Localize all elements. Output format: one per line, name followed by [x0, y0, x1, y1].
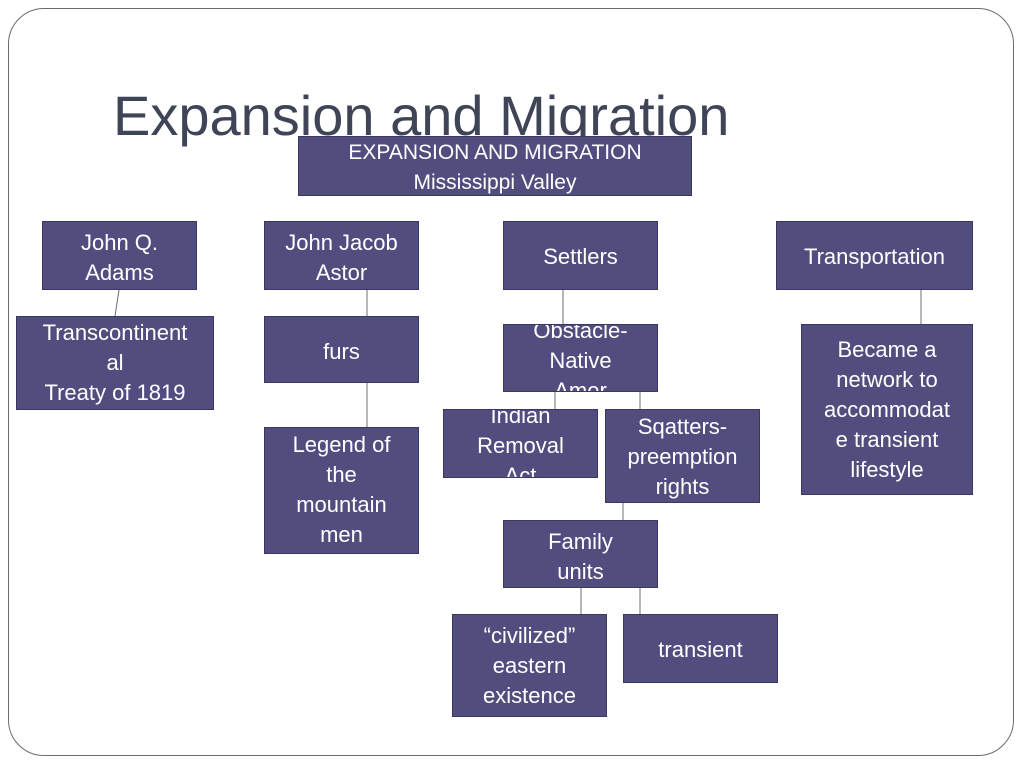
node-settlers-line: Settlers: [543, 244, 618, 269]
node-family-line: Family: [548, 529, 613, 554]
node-transcontinental-line: Transcontinent: [42, 320, 188, 345]
node-squatters-line: preemption: [627, 444, 738, 469]
node-transcontinental-line: Treaty of 1819: [44, 380, 186, 405]
node-adams-line: John Q.: [80, 230, 159, 255]
node-squatters-line: Sqatters-: [637, 414, 728, 439]
node-indian-removal-line: Indian: [490, 409, 551, 428]
connector-adams-transcontinental: [114, 289, 120, 317]
node-transient-line: transient: [658, 637, 743, 662]
node-network-line: Became a: [837, 337, 937, 362]
node-civilized-line: eastern: [492, 653, 567, 678]
node-obstacle-line: Native: [549, 348, 612, 373]
node-indian-removal-line: Act: [504, 463, 537, 478]
node-transportation: Transportation: [776, 221, 973, 290]
node-family: Family units: [503, 520, 658, 588]
node-root-line2: Mississippi Valley: [413, 171, 577, 194]
node-network-line: accommodat: [824, 397, 950, 422]
node-indian-removal: Indian Removal Act: [443, 409, 598, 478]
node-network-line: lifestyle: [850, 457, 924, 482]
node-network-line: e transient: [835, 427, 939, 452]
node-obstacle-line: Obstacle-: [533, 324, 628, 343]
node-root-line1: EXPANSION AND MIGRATION: [348, 141, 642, 164]
node-legend-line: Legend of: [292, 432, 391, 457]
node-root-expansion: EXPANSION AND MIGRATION Mississippi Vall…: [298, 136, 692, 196]
node-civilized: “civilized” eastern existence: [452, 614, 607, 717]
node-squatters-line: rights: [655, 474, 710, 499]
node-indian-removal-line: Removal: [477, 433, 564, 458]
node-settlers: Settlers: [503, 221, 658, 290]
node-legend-line: mountain: [296, 492, 387, 517]
node-civilized-line: existence: [483, 683, 576, 708]
node-adams-line: Adams: [85, 260, 154, 285]
node-family-line: units: [557, 559, 604, 584]
node-squatters: Sqatters- preemption rights: [605, 409, 760, 503]
node-transcontinental: Transcontinent al Treaty of 1819: [16, 316, 214, 410]
node-civilized-line: “civilized”: [483, 623, 576, 648]
node-adams: John Q. Adams: [42, 221, 197, 290]
node-transcontinental-line: al: [106, 350, 124, 375]
node-furs-line: furs: [323, 339, 360, 364]
node-furs: furs: [264, 316, 419, 383]
node-transient: transient: [623, 614, 778, 683]
node-transportation-line: Transportation: [803, 244, 946, 269]
node-legend: Legend of the mountain men: [264, 427, 419, 554]
node-astor: John Jacob Astor: [264, 221, 419, 290]
node-legend-line: men: [320, 522, 363, 547]
node-astor-line: John Jacob: [285, 230, 398, 255]
node-legend-line: the: [326, 462, 357, 487]
node-network-line: network to: [836, 367, 938, 392]
node-obstacle: Obstacle- Native Amer: [503, 324, 658, 392]
node-astor-line: Astor: [315, 260, 368, 285]
node-obstacle-line: Amer: [554, 378, 607, 392]
node-network: Became a network to accommodat e transie…: [801, 324, 973, 495]
